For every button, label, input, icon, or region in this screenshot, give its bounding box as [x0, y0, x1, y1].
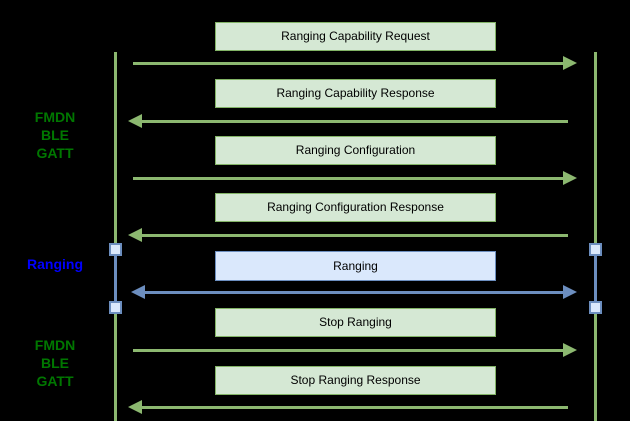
activation-square-right-top	[589, 243, 602, 256]
arrow-left-icon	[128, 114, 142, 128]
arrow-right-icon	[563, 285, 577, 299]
phase-label-line: GATT	[36, 145, 74, 161]
arrow-line-bidirectional	[144, 291, 564, 294]
phase-label-line: BLE	[41, 127, 69, 143]
arrow-right-icon	[563, 343, 577, 357]
phase-label-line: FMDN	[34, 109, 76, 125]
message-box-ranging-configuration-response: Ranging Configuration Response	[215, 193, 496, 222]
message-box-ranging-capability-request: Ranging Capability Request	[215, 22, 496, 51]
activation-square-right-bottom	[589, 301, 602, 314]
message-box-ranging-configuration: Ranging Configuration	[215, 136, 496, 165]
phase-label-line: FMDN	[34, 337, 76, 353]
phase-label-line: GATT	[36, 373, 74, 389]
activation-square-left-bottom	[109, 301, 122, 314]
right-lifeline-ranging-segment	[594, 249, 597, 308]
arrow-left-icon	[128, 400, 142, 414]
arrow-right-icon	[563, 56, 577, 70]
arrow-line-right	[133, 177, 565, 180]
message-box-stop-ranging-response: Stop Ranging Response	[215, 366, 496, 395]
phase-label-line: BLE	[41, 355, 69, 371]
arrow-left-icon	[131, 285, 145, 299]
right-lifeline	[594, 52, 597, 421]
activation-square-left-top	[109, 243, 122, 256]
arrow-right-icon	[563, 171, 577, 185]
arrow-line-right	[133, 62, 565, 65]
message-box-ranging-capability-response: Ranging Capability Response	[215, 79, 496, 108]
phase-label-fmdn-ble-gatt-top: FMDN BLE GATT	[5, 108, 105, 162]
phase-label-fmdn-ble-gatt-bottom: FMDN BLE GATT	[5, 336, 105, 390]
arrow-line-right	[133, 349, 565, 352]
message-box-stop-ranging: Stop Ranging	[215, 308, 496, 337]
left-lifeline-ranging-segment	[114, 249, 117, 308]
arrow-line-left	[141, 234, 568, 237]
arrow-left-icon	[128, 228, 142, 242]
arrow-line-left	[141, 406, 568, 409]
arrow-line-left	[141, 120, 568, 123]
left-lifeline	[114, 52, 117, 421]
phase-label-ranging: Ranging	[27, 256, 83, 272]
message-box-ranging: Ranging	[215, 251, 496, 281]
